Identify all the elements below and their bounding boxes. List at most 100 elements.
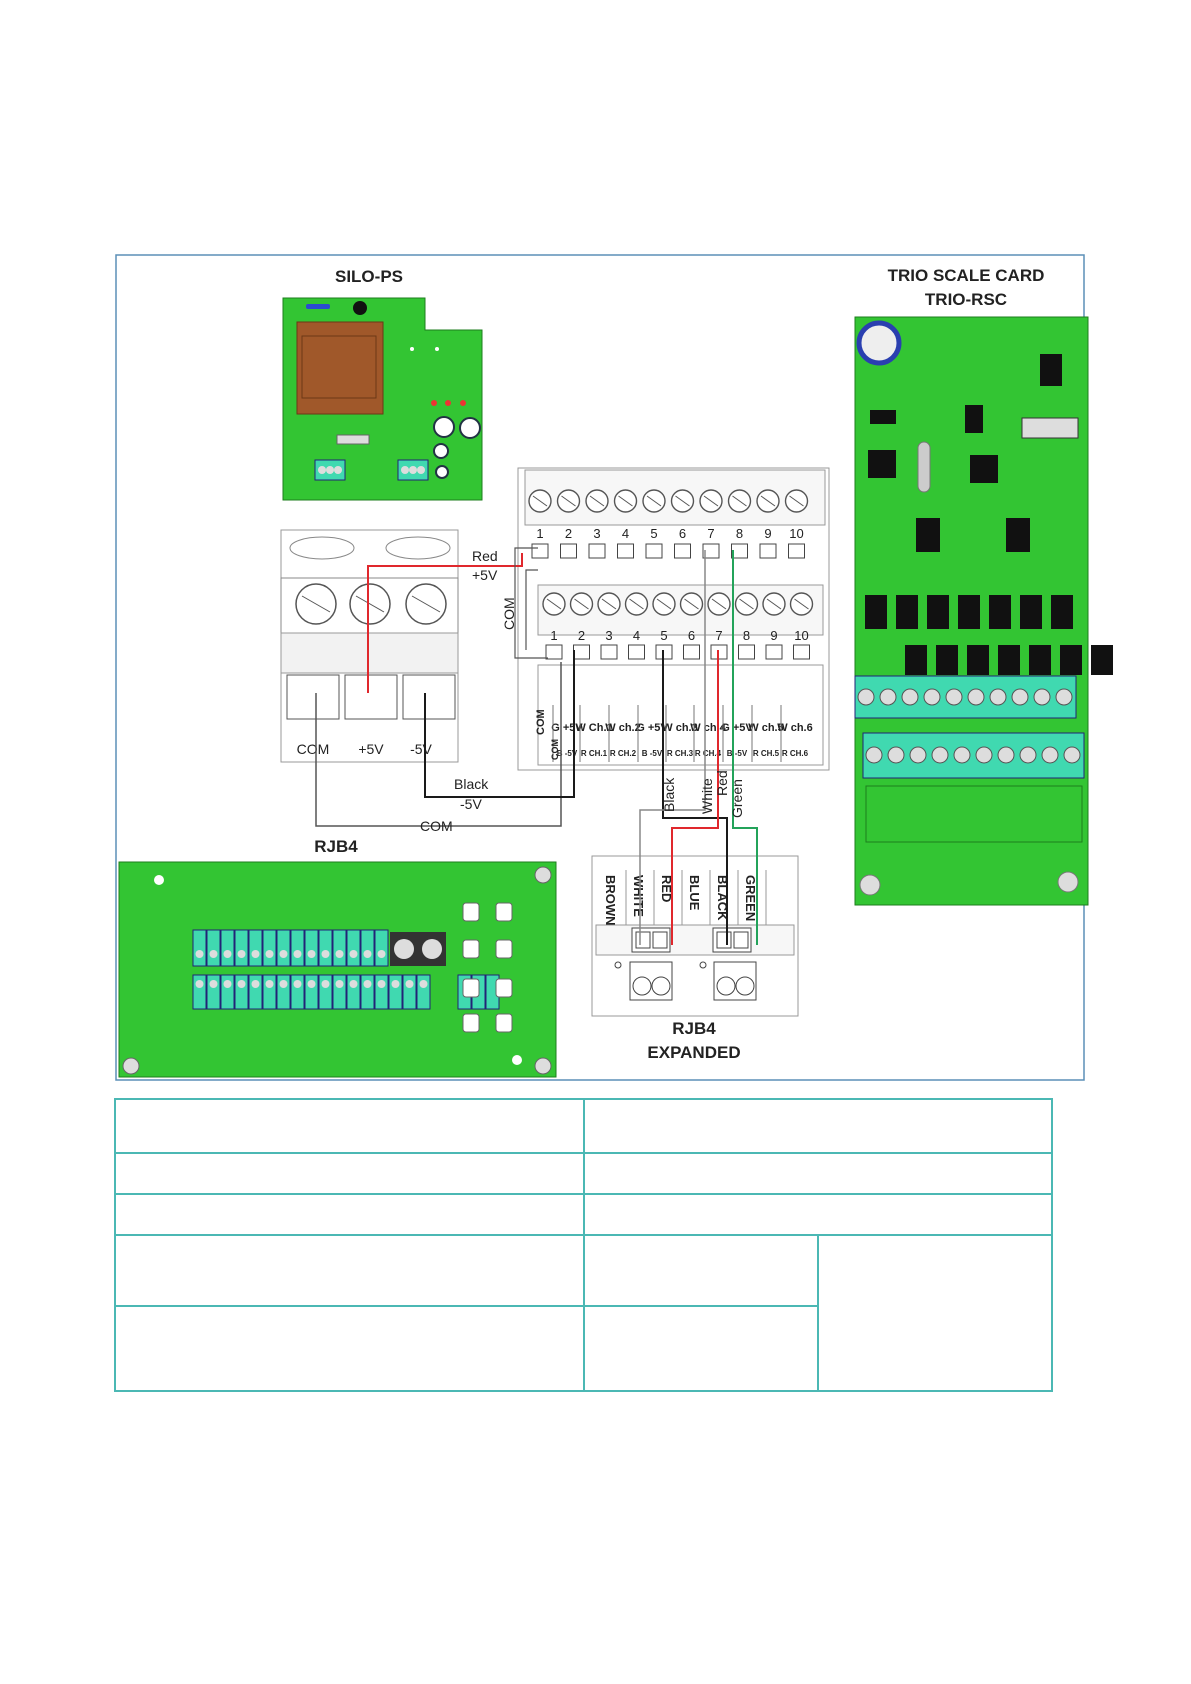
terminal-screw bbox=[265, 950, 274, 958]
chip bbox=[958, 595, 980, 629]
terminal-slot bbox=[759, 543, 777, 559]
terminal-label-lower: R CH.4 bbox=[695, 749, 722, 758]
terminal-screw bbox=[321, 950, 330, 958]
terminal-screw bbox=[279, 980, 288, 988]
screw-slot bbox=[574, 598, 589, 610]
terminal-cell bbox=[318, 929, 333, 967]
chip bbox=[896, 595, 918, 629]
terminal-screw bbox=[931, 746, 949, 764]
psu-terminal-block: COM +5V -5V bbox=[280, 529, 459, 763]
terminal-slot bbox=[560, 543, 577, 559]
terminal-slot bbox=[545, 644, 563, 660]
terminal-com-label-2: COM bbox=[550, 739, 560, 760]
terminal-screw bbox=[335, 950, 344, 958]
spec-table bbox=[114, 1098, 1054, 1392]
terminal-label-upper: W ch.3 bbox=[662, 722, 697, 734]
terminal-screw bbox=[419, 980, 428, 988]
relay bbox=[462, 978, 480, 998]
rjb4-exp-column-label: RED bbox=[659, 875, 674, 902]
terminal-number-bottom: 9 bbox=[770, 628, 777, 643]
terminal-screw bbox=[349, 950, 358, 958]
terminal-screw bbox=[1041, 746, 1059, 764]
spec-cell bbox=[582, 1098, 1054, 1154]
terminal-number-bottom: 5 bbox=[660, 628, 667, 643]
terminal-number-bottom: 3 bbox=[605, 628, 612, 643]
chip bbox=[1029, 645, 1051, 675]
terminal-slot bbox=[765, 644, 783, 660]
chip bbox=[967, 645, 989, 675]
terminal-screw bbox=[237, 980, 246, 988]
rjb4-exp-column-label: BLUE bbox=[687, 875, 702, 911]
terminal-screw bbox=[293, 950, 302, 958]
chip bbox=[1020, 595, 1042, 629]
terminal-slot bbox=[600, 644, 618, 660]
label-red: Red bbox=[472, 548, 498, 564]
terminal-screw bbox=[1011, 688, 1029, 706]
chip bbox=[865, 595, 887, 629]
terminal-label-lower: B -5V bbox=[727, 749, 748, 758]
screw-slot bbox=[629, 598, 644, 610]
terminal-screw bbox=[887, 746, 905, 764]
spec-cell bbox=[114, 1098, 585, 1154]
trio-scale-card-board bbox=[854, 316, 1113, 906]
terminal-label-lower: B -5V bbox=[557, 749, 578, 758]
terminal-screw bbox=[945, 688, 963, 706]
terminal-slot bbox=[702, 543, 720, 559]
terminal-number-bottom: 10 bbox=[794, 628, 808, 643]
terminal-screw bbox=[307, 950, 316, 958]
terminal-number-bottom: 4 bbox=[633, 628, 640, 643]
terminal-cell bbox=[192, 929, 207, 967]
terminal-screw bbox=[857, 688, 875, 706]
terminal-label-lower: R CH.5 bbox=[753, 749, 780, 758]
terminal-cell bbox=[206, 929, 221, 967]
wire-green-exp bbox=[732, 550, 758, 945]
psu-label-minus5v: -5V bbox=[410, 741, 432, 757]
wire-white-exp bbox=[639, 550, 706, 945]
spec-cell bbox=[582, 1234, 820, 1307]
terminal-label-lower: B -5V bbox=[642, 749, 663, 758]
terminal-screw bbox=[1063, 746, 1081, 764]
relay bbox=[495, 1013, 513, 1033]
terminal-screw bbox=[997, 746, 1015, 764]
terminal-slot bbox=[617, 543, 634, 559]
terminal-cell bbox=[220, 929, 235, 967]
terminal-number-top: 4 bbox=[622, 526, 629, 541]
rjb4-exp-column-label: BROWN bbox=[603, 875, 618, 926]
terminal-cell bbox=[346, 929, 361, 967]
terminal-slot bbox=[588, 543, 606, 559]
terminal-screw bbox=[363, 950, 372, 958]
title-rjb4: RJB4 bbox=[314, 837, 358, 856]
wire-black-exp bbox=[662, 650, 728, 945]
terminal-slot bbox=[793, 644, 810, 660]
terminal-screw bbox=[279, 950, 288, 958]
terminal-cell bbox=[360, 929, 375, 967]
terminal-slot bbox=[628, 644, 645, 660]
spec-cell bbox=[817, 1234, 1053, 1392]
spec-row bbox=[114, 1152, 1054, 1195]
terminal-label-upper: G +5V bbox=[551, 722, 583, 734]
terminal-number-top: 1 bbox=[536, 526, 543, 541]
title-trio-scale-card: TRIO SCALE CARD bbox=[888, 266, 1045, 285]
terminal-com-label-1: COM bbox=[535, 709, 547, 735]
terminal-label-upper: G +5V bbox=[636, 722, 668, 734]
terminal-screw bbox=[209, 950, 218, 958]
terminal-cell bbox=[332, 929, 347, 967]
terminal-screw bbox=[1033, 688, 1051, 706]
relay bbox=[495, 978, 513, 998]
terminal-slot bbox=[738, 644, 755, 660]
rjb4-exp-column-label: GREEN bbox=[743, 875, 758, 921]
screw-slot bbox=[561, 495, 576, 507]
terminal-screw bbox=[953, 746, 971, 764]
terminal-number-top: 2 bbox=[565, 526, 572, 541]
spec-row bbox=[114, 1098, 1054, 1154]
title-rjb4-expanded-2: EXPANDED bbox=[647, 1043, 740, 1062]
terminal-label-lower: R CH.6 bbox=[782, 749, 809, 758]
terminal-label-lower: R CH.2 bbox=[610, 749, 637, 758]
screw-slot bbox=[684, 598, 699, 610]
terminal-number-bottom: 7 bbox=[715, 628, 722, 643]
terminal-screw bbox=[1055, 688, 1073, 706]
terminal-screw bbox=[195, 980, 204, 988]
screw-slot bbox=[732, 495, 747, 507]
terminal-number-bottom: 1 bbox=[550, 628, 557, 643]
terminal-cell bbox=[248, 929, 263, 967]
